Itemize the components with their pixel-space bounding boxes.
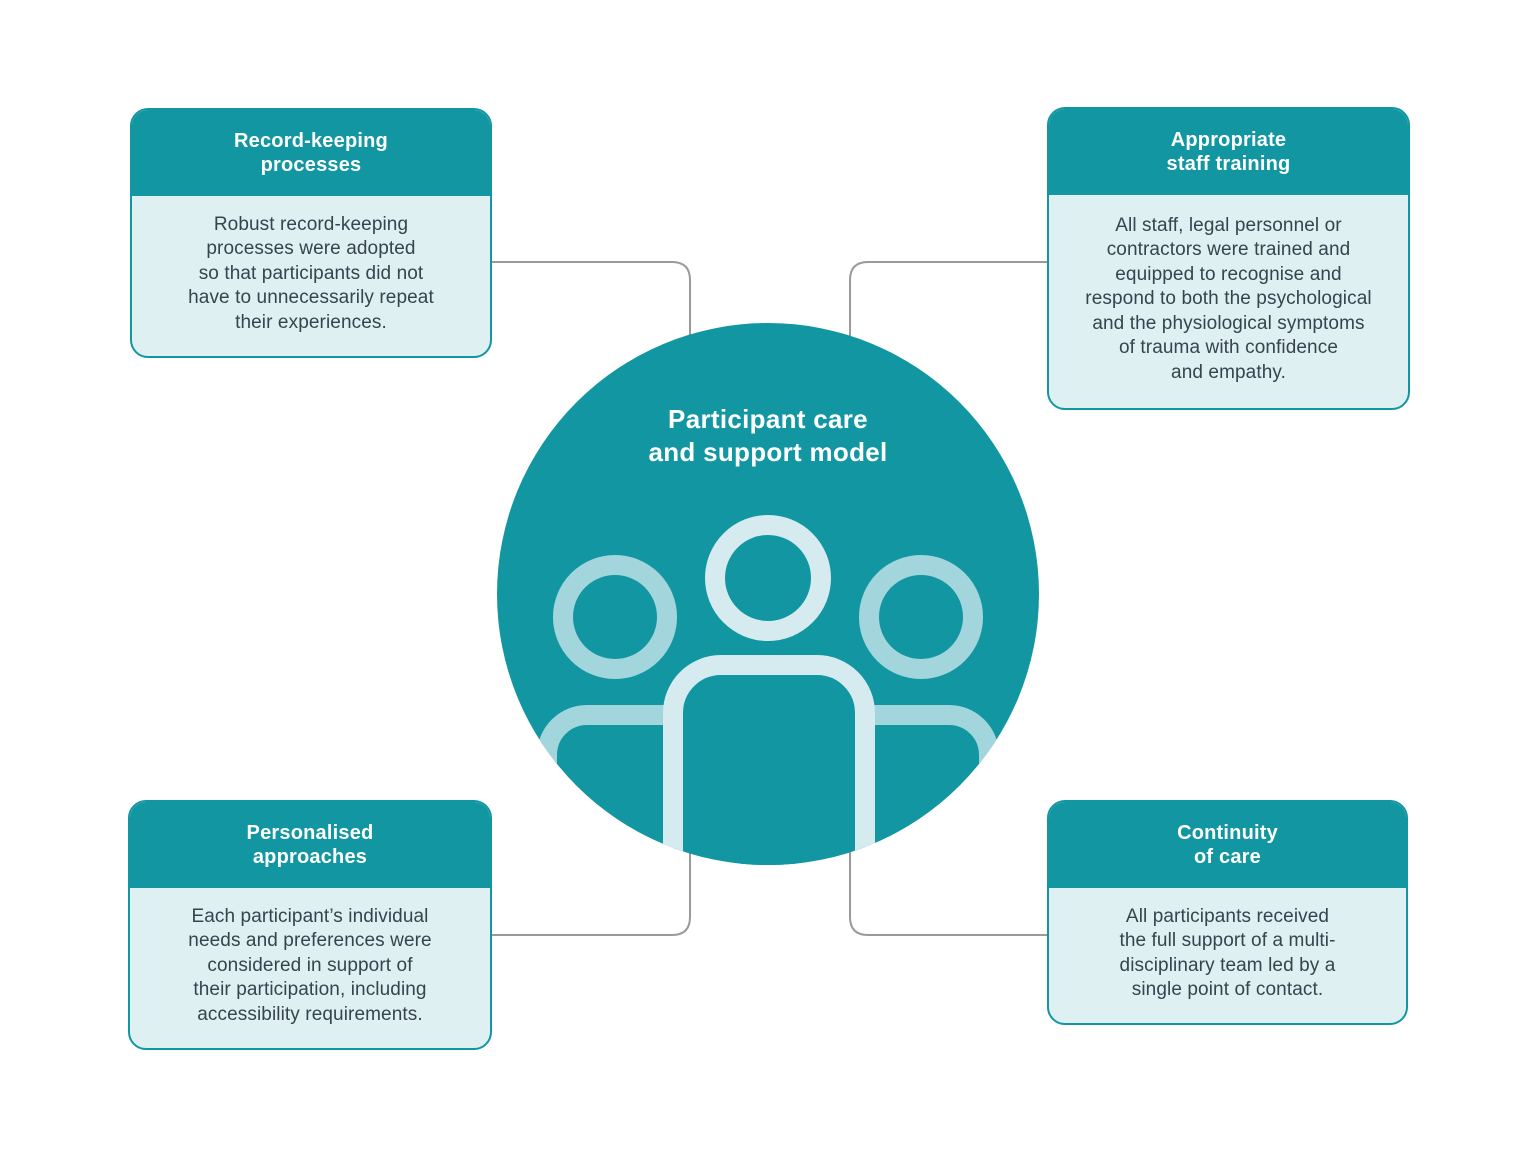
box-body-continuity-of-care: All participants received the full suppo… bbox=[1119, 905, 1336, 1001]
info-box-personalised-approaches: Personalised approaches Each participant… bbox=[128, 800, 492, 1050]
box-title-staff-training: Appropriate staff training bbox=[1049, 109, 1408, 195]
box-body-personalised-approaches: Each participant’s individual needs and … bbox=[188, 905, 432, 1025]
person-left-head-icon bbox=[553, 555, 677, 679]
person-center-head-icon bbox=[705, 515, 831, 641]
info-box-continuity-of-care: Continuity of care All participants rece… bbox=[1047, 800, 1408, 1025]
info-box-record-keeping: Record-keeping processes Robust record-k… bbox=[130, 108, 492, 358]
box-title-personalised-approaches: Personalised approaches bbox=[130, 802, 490, 888]
box-body-staff-training: All staff, legal personnel or contractor… bbox=[1085, 214, 1372, 383]
person-right-head-icon bbox=[859, 555, 983, 679]
box-body-record-keeping: Robust record-keeping processes were ado… bbox=[188, 213, 434, 333]
info-box-staff-training: Appropriate staff training All staff, le… bbox=[1047, 107, 1410, 410]
center-title: Participant care and support model bbox=[648, 404, 888, 467]
person-center-torso-icon bbox=[663, 655, 875, 865]
box-title-continuity-of-care: Continuity of care bbox=[1049, 802, 1406, 888]
box-title-record-keeping: Record-keeping processes bbox=[132, 110, 490, 196]
